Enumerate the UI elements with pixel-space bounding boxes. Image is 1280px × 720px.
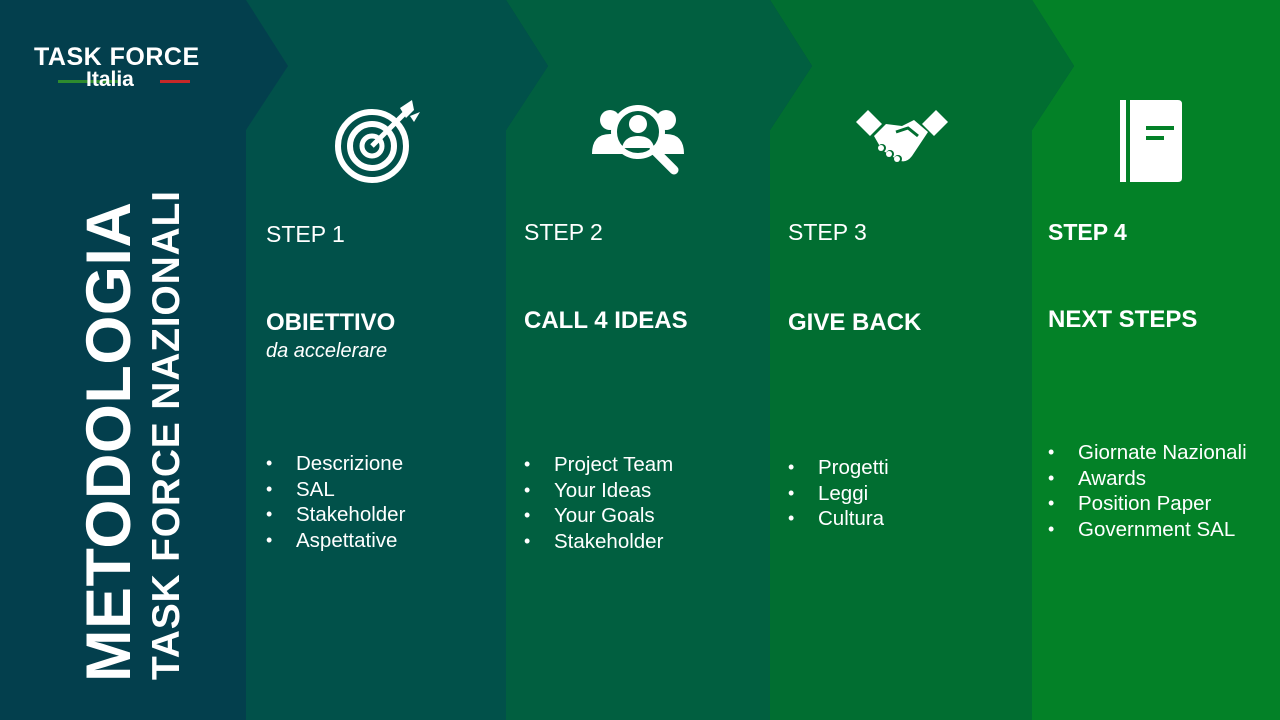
list-item: Stakeholder	[524, 529, 673, 555]
list-item: Your Ideas	[524, 478, 673, 504]
list-item: Cultura	[788, 506, 889, 532]
list-item: Aspettative	[266, 528, 405, 554]
step-4-bullets: Giornate Nazionali Awards Position Paper…	[1048, 440, 1247, 542]
logo-green-stripe	[58, 80, 118, 83]
step-4-heading: NEXT STEPS	[1048, 306, 1198, 333]
step-3-label: STEP 3	[788, 219, 867, 245]
vertical-title: METODOLOGIA TASK FORCE NAZIONALI	[74, 190, 190, 682]
step-4-column: STEP 4 NEXT STEPS Giornate Nazionali Awa…	[1032, 0, 1280, 720]
list-item: Awards	[1048, 466, 1247, 492]
list-item: Government SAL	[1048, 517, 1247, 543]
list-item: Giornate Nazionali	[1048, 440, 1247, 466]
step-3-column: STEP 3 GIVE BACK Progetti Leggi Cultura	[770, 0, 1032, 720]
step-1-heading: OBIETTIVO	[266, 309, 396, 336]
title-line1: METODOLOGIA	[74, 201, 144, 682]
list-item: Progetti	[788, 455, 889, 481]
step-3-heading: GIVE BACK	[788, 309, 922, 336]
list-item: Descrizione	[266, 451, 405, 477]
list-item: Leggi	[788, 481, 889, 507]
target-icon	[335, 100, 420, 183]
list-item: Position Paper	[1048, 491, 1247, 517]
panel-step-3	[770, 0, 1074, 720]
list-item: Your Goals	[524, 503, 673, 529]
list-item: SAL	[266, 477, 405, 503]
logo-red-stripe	[160, 80, 190, 83]
step-4-label: STEP 4	[1048, 219, 1127, 245]
step-1-label: STEP 1	[266, 221, 345, 247]
step-2-bullets: Project Team Your Ideas Your Goals Stake…	[524, 452, 673, 554]
notebook-icon	[1120, 100, 1182, 182]
step-1-column: STEP 1 OBIETTIVO da accelerare Descrizio…	[246, 0, 506, 720]
logo-line1: TASK FORCE	[34, 43, 200, 71]
step-2-heading: CALL 4 IDEAS	[524, 307, 688, 334]
title-line2: TASK FORCE NAZIONALI	[145, 190, 188, 680]
team-search-icon	[592, 105, 684, 175]
step-2-column: STEP 2 CALL 4 IDEAS Project Team Your Id…	[506, 0, 770, 720]
list-item: Project Team	[524, 452, 673, 478]
step-1-bullets: Descrizione SAL Stakeholder Aspettative	[266, 451, 405, 553]
step-1-subheading: da accelerare	[266, 340, 388, 362]
step-2-label: STEP 2	[524, 219, 603, 245]
task-force-logo: TASK FORCE Italia	[34, 44, 224, 92]
list-item: Stakeholder	[266, 502, 405, 528]
handshake-icon	[856, 110, 948, 163]
step-3-bullets: Progetti Leggi Cultura	[788, 455, 889, 532]
logo-line2: Italia	[86, 68, 134, 91]
